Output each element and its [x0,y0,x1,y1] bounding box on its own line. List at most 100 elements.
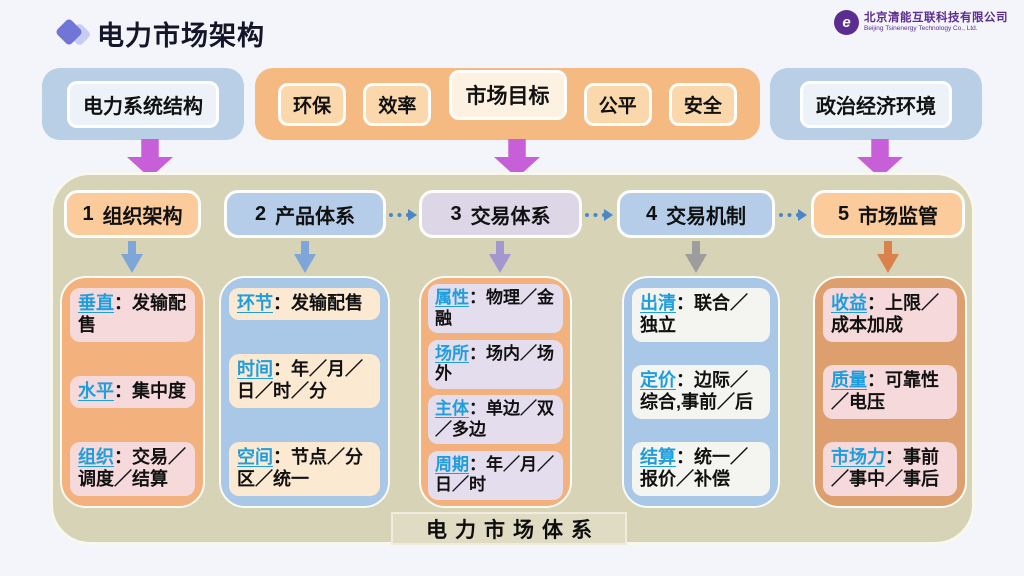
item-colon: ： [469,399,486,418]
political-economic-env-box: 政治经济环境 [770,68,982,140]
col2-item-space: 空间：节点／分区／统一 [229,442,380,496]
item-value: 统一／报价／补偿 [640,447,748,490]
item-value: 集中度 [132,381,186,402]
item-value: 联合／独立 [640,293,748,335]
item-keyword: 结算 [640,447,676,468]
item-value: 发输配售 [291,293,363,313]
item-colon: ： [676,293,694,313]
item-value: 年／月／日／时／分 [237,359,363,402]
page-title: 电力市场架构 [97,21,265,51]
goal-environment: 环保 [278,82,347,126]
col4-item-clearing: 出清：联合／独立 [632,288,770,342]
header-number: 3 [450,202,462,225]
political-economic-env-label: 政治经济环境 [800,80,952,128]
col2-item-time: 时间：年／月／日／时／分 [229,354,380,408]
down-arrow-icon [489,241,511,273]
col4-item-settlement: 结算：统一／报价／补偿 [632,442,770,496]
item-colon: ： [273,359,291,380]
item-keyword: 出清 [640,293,676,313]
item-colon: ： [273,447,291,468]
goal-fairness: 公平 [583,82,652,126]
item-value: 可靠性／电压 [831,370,939,412]
down-arrow-icon [685,241,707,273]
item-colon: ： [469,288,486,307]
item-keyword: 空间 [237,447,273,468]
market-goals-title: 市场目标 [448,70,567,120]
item-value: 物理／金融 [435,288,554,328]
diamond-icon [54,17,96,52]
company-logo: e 北京清能互联科技有限公司 Beijing Tsinenergy Techno… [834,10,1008,35]
item-keyword: 时间 [237,359,273,380]
header-org-structure: 1 组织架构 [64,190,201,238]
item-colon: ： [469,343,486,363]
power-system-structure-label: 电力系统结构 [67,80,219,128]
item-value: 场内／场外 [435,343,554,384]
header-label: 交易体系 [470,205,551,228]
col2-item-segment: 环节：发输配售 [229,288,380,320]
col5-item-revenue: 收益：上限／成本加成 [823,288,957,342]
col3-item-cycle: 周期：年／月／日／时 [428,450,563,500]
product-system-body: 环节：发输配售 时间：年／月／日／时／分 空间：节点／分区／统一 [219,276,390,508]
header-number: 2 [254,202,267,225]
item-colon: ： [885,447,903,468]
col3-item-subject: 主体：单边／双／多边 [428,395,563,445]
col1-item-horizontal: 水平：集中度 [70,376,195,408]
item-value: 发输配售 [78,293,186,335]
item-keyword: 属性 [435,288,469,307]
item-keyword: 周期 [435,454,469,474]
header-trading-mechanism: 4 交易机制 [617,190,775,238]
item-value: 上限／成本加成 [831,293,939,335]
power-market-system-label: 电力市场体系 [391,512,627,545]
item-value: 年／月／日／时 [435,454,554,495]
item-colon: ： [469,454,486,474]
item-keyword: 质量 [831,370,867,391]
item-colon: ： [676,447,694,468]
down-arrow-icon [294,241,316,273]
logo-company-name-en: Beijing Tsinenergy Technology Co., Ltd. [864,25,978,33]
item-value: 边际／综合,事前／后 [640,370,754,412]
item-value: 交易／调度／结算 [78,447,186,490]
item-keyword: 组织 [78,447,114,468]
col5-item-market-power: 市场力：事前／事中／事后 [823,442,957,496]
item-colon: ： [114,381,132,402]
down-arrow-icon [877,241,899,273]
item-colon: ： [114,293,132,313]
col3-item-attribute: 属性：物理／金融 [428,284,563,334]
header-product-system: 2 产品体系 [224,190,386,238]
header-number: 4 [645,202,658,225]
dashed-right-arrow-icon [779,208,807,222]
col1-item-vertical: 垂直：发输配售 [70,288,195,342]
item-keyword: 场所 [435,343,469,363]
header-label: 交易机制 [666,205,747,228]
col1-item-organization: 组织：交易／调度／结算 [70,442,195,496]
market-goals-group: 环保 效率 市场目标 公平 安全 [255,68,760,140]
item-keyword: 定价 [640,370,676,391]
org-structure-body: 垂直：发输配售 水平：集中度 组织：交易／调度／结算 [60,276,205,508]
header-number: 1 [82,202,94,225]
item-keyword: 收益 [831,293,867,313]
dashed-right-arrow-icon [585,208,613,222]
col3-item-venue: 场所：场内／场外 [428,339,563,389]
item-value: 事前／事中／事后 [831,447,939,490]
trading-system-body: 属性：物理／金融 场所：场内／场外 主体：单边／双／多边 周期：年／月／日／时 [419,276,572,508]
logo-company-name-cn: 北京清能互联科技有限公司 [864,12,1008,25]
market-regulation-body: 收益：上限／成本加成 质量：可靠性／电压 市场力：事前／事中／事后 [813,276,967,508]
item-colon: ： [676,370,694,391]
col4-item-pricing: 定价：边际／综合,事前／后 [632,365,770,419]
item-keyword: 垂直 [78,293,114,313]
item-keyword: 水平 [78,381,114,402]
item-keyword: 主体 [435,399,469,418]
header-label: 组织架构 [102,205,183,228]
goal-efficiency: 效率 [363,82,432,126]
header-label: 产品体系 [275,205,356,228]
header-label: 市场监管 [858,205,939,228]
item-colon: ： [867,370,885,391]
down-arrow-icon [121,241,143,273]
header-market-regulation: 5 市场监管 [811,190,965,238]
item-colon: ： [867,293,885,313]
item-keyword: 市场力 [831,447,885,468]
dashed-right-arrow-icon [389,208,417,222]
header-number: 5 [837,202,850,225]
footer-text: 电力市场体系 [426,518,600,542]
